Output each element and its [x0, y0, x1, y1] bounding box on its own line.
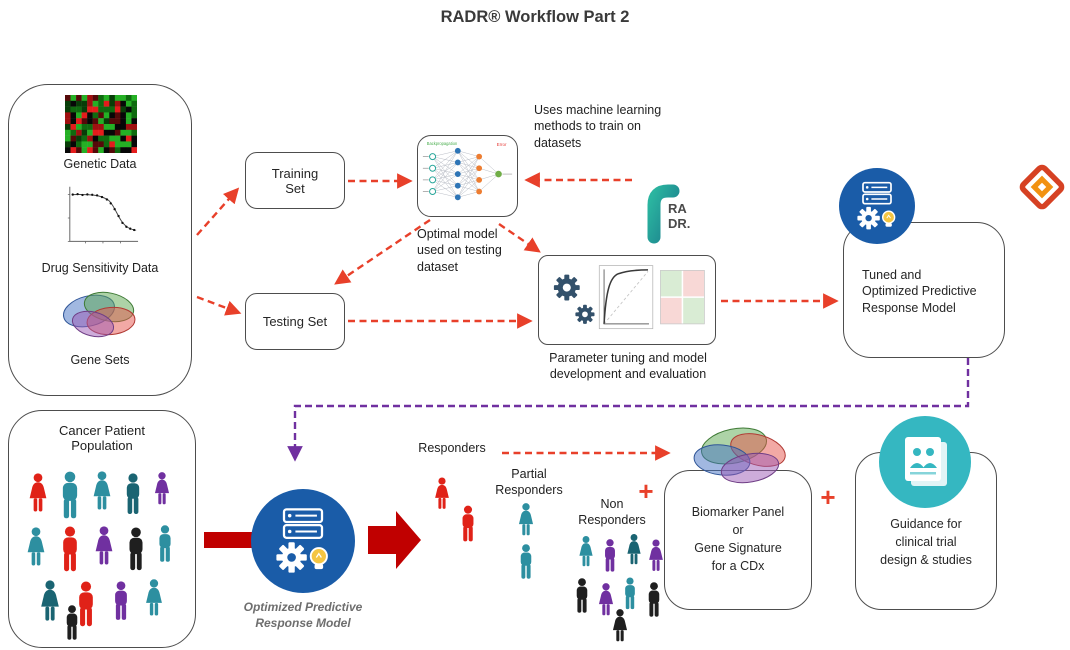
svg-text:Backpropagation: Backpropagation [427, 141, 458, 146]
page-title: RADR® Workflow Part 2 [440, 8, 630, 26]
patient-crowd-icon [27, 471, 171, 640]
parameter-tuning-caption: Parameter tuning and model development a… [549, 351, 707, 382]
partial-responders-label: Partial Responders [495, 467, 563, 498]
training-set-box: Training Set [245, 152, 345, 209]
optimized-model-circle [251, 489, 355, 593]
responders-label: Responders [418, 441, 486, 455]
radr-logo-text-top: RA [668, 201, 687, 216]
responders-crowd-icon [435, 477, 474, 542]
gears-icon [553, 274, 595, 324]
gene-sets-label: Gene Sets [70, 353, 130, 367]
roc-curve-plot [598, 265, 654, 330]
guidance-circle [879, 416, 971, 508]
ml-model-box: Backpropagation Error [417, 135, 518, 217]
genetic-data-label: Genetic Data [63, 157, 137, 171]
gene-sets-venn-icon [63, 291, 136, 338]
non-responders-crowd-icon [576, 534, 663, 642]
lantern-diamond-logo [1019, 164, 1065, 210]
dose-response-plot [67, 186, 139, 244]
cancer-population-label: Cancer Patient Population [59, 423, 145, 453]
plus-sign-1: + [638, 476, 654, 506]
partial-responders-crowd-icon [518, 503, 534, 579]
non-responders-label: Non Responders [578, 497, 646, 528]
data-sources-panel: Genetic Data Drug Sensitivity Data Gene … [8, 84, 192, 396]
confusion-matrix [660, 269, 705, 325]
population-to-model-connector [204, 532, 256, 548]
optimized-model-caption: Optimized Predictive Response Model [243, 600, 363, 630]
biomarker-panel-box: Biomarker Panel or Gene Signature for a … [664, 470, 812, 610]
biomarker-venn-icon [693, 427, 786, 484]
cancer-population-box: Cancer Patient Population [8, 410, 196, 648]
tuned-model-circle [839, 168, 915, 244]
arrow-data-to-testing [196, 295, 242, 316]
clinical-document-people-icon [905, 437, 947, 486]
model-server-gear-bulb-icon [265, 503, 341, 579]
model-evaluation-graphic [553, 265, 705, 330]
ml-note-text: Uses machine learning methods to train o… [534, 103, 662, 150]
plus-sign-2: + [820, 482, 836, 512]
drug-sensitivity-label: Drug Sensitivity Data [41, 261, 159, 275]
svg-text:Error: Error [497, 142, 507, 147]
gene-expression-heatmap-image [65, 95, 137, 153]
radr-logo: RA DR. [647, 184, 690, 244]
tuned-model-box: Tuned and Optimized Predictive Response … [843, 222, 1005, 358]
arrow-data-to-training [196, 187, 240, 236]
testing-set-box: Testing Set [245, 293, 345, 350]
parameter-tuning-box [538, 255, 716, 345]
radr-logo-text-bottom: DR. [668, 216, 690, 231]
optimal-model-caption: Optimal model used on testing dataset [417, 227, 502, 274]
model-server-gear-bulb-icon [849, 178, 905, 234]
model-output-block-arrow [368, 511, 421, 569]
neural-network-icon: Backpropagation Error [422, 141, 513, 201]
